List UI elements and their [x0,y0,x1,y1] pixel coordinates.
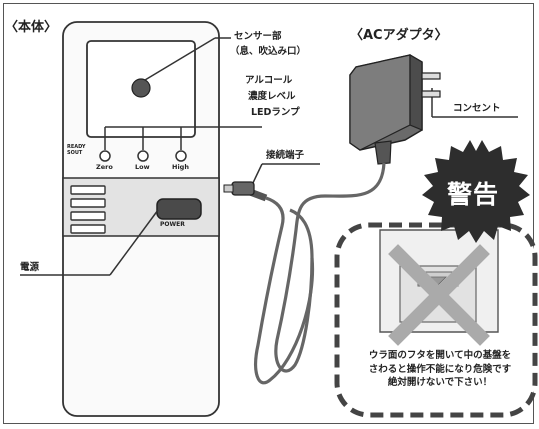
main-unit-heading: 〈本体〉 [5,20,58,35]
ac-adapter [223,53,441,385]
warning-line-1: ウラ面のフタを開いて中の基盤を [368,350,512,361]
warning-badge-text: 警告 [447,180,500,209]
power-label: 電源 [20,262,40,273]
warning-area [334,140,538,418]
led-low [137,150,149,162]
warning-line-3: 絶対開けないで下さい！ [387,377,493,388]
led-label-zero: Zero [96,163,113,171]
main-unit [62,21,220,417]
led-label-low: Low [135,163,150,171]
prohibited-x-icon [388,244,490,346]
sensor-label-line2: （息、吹込み口） [230,46,307,57]
sensor-label-line1: センサー部 [234,31,282,42]
leader-lines [20,37,518,276]
led-zero [99,150,111,162]
connector-plug [231,181,255,196]
lamp-label-line2: 濃度レベル [248,91,296,102]
lamp-label-line3: LEDランプ [251,107,300,118]
ready-indicator-text: READY SOUT [67,144,86,156]
ac-adapter-heading: 〈ACアダプタ〉 [350,28,448,43]
vent-slots [70,185,106,234]
led-label-high: High [172,163,189,171]
warning-message: ウラ面のフタを開いて中の基盤を さわると操作不能になり危険です 絶対開けないで下… [348,349,532,390]
sensor-hole [131,78,151,98]
connector-label: 接続端子 [266,150,305,161]
led-high [175,150,187,162]
power-button [156,198,202,220]
power-button-label: POWER [160,221,185,228]
warning-line-2: さわると操作不能になり危険です [368,363,512,375]
lamp-label-line1: アルコール [245,75,293,86]
outlet-label: コンセント [453,103,501,114]
warning-badge-burst [422,140,530,243]
